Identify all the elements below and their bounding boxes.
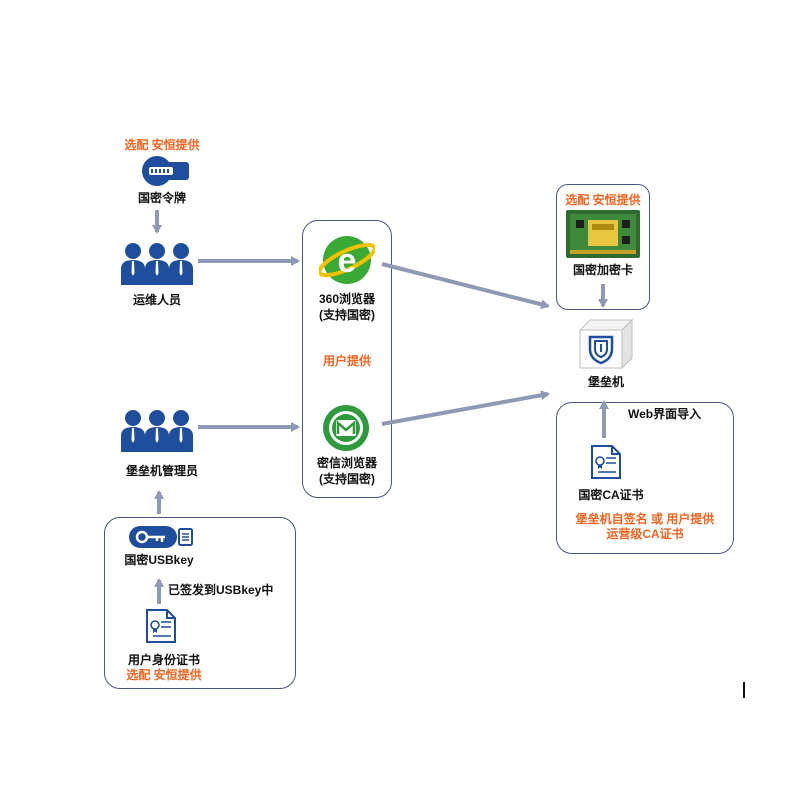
usbkey-icon [129, 526, 193, 548]
browser-mixin-icon [323, 405, 369, 451]
usbkey-option-note: 选配 安恒提供 [126, 668, 202, 682]
browser-360-name: 360浏览器 [318, 292, 376, 306]
token-label: 国密令牌 [137, 191, 186, 205]
crypto-card-option-note: 选配 安恒提供 [565, 193, 641, 207]
ca-cert-icon [591, 445, 621, 479]
ops-staff-label: 运维人员 [132, 293, 181, 307]
ca-cert-source-note: 堡垒机自签名 或 用户提供 [575, 512, 715, 526]
bastion-machine-icon [578, 318, 634, 370]
web-import-note: Web界面导入 [628, 407, 702, 421]
ca-cert-group-frame [556, 402, 734, 554]
crypto-card-icon [566, 210, 640, 258]
usbkey-issued-note: 已签发到USBkey中 [168, 583, 274, 597]
usbkey-group-frame [104, 517, 296, 689]
browser-group-frame [302, 220, 392, 498]
browser-mixin-name: 密信浏览器 [316, 456, 377, 470]
crypto-card-frame [556, 184, 650, 310]
arrow-mixin-to-bastion [381, 390, 550, 426]
ops-staff-icon [121, 243, 193, 285]
browser-mixin-support-note: (支持国密) [319, 472, 375, 486]
bastion-admin-icon [121, 410, 193, 452]
ca-cert-source-note-2: 运营级CA证书 [606, 527, 684, 541]
ca-cert-label: 国密CA证书 [578, 488, 644, 502]
text-cursor-mark [743, 682, 745, 698]
user-identity-cert-icon [146, 609, 176, 643]
token-icon [142, 156, 189, 186]
bastion-admin-label: 堡垒机管理员 [125, 464, 198, 478]
crypto-card-label: 国密加密卡 [572, 263, 633, 277]
usbkey-label: 国密USBkey [124, 553, 194, 567]
user-provided-note: 用户提供 [322, 354, 371, 368]
browser-360-icon: e [319, 236, 375, 284]
token-option-note: 选配 安恒提供 [124, 138, 200, 152]
arrow-360-to-bastion [381, 262, 550, 310]
bastion-machine-label: 堡垒机 [587, 375, 624, 389]
user-identity-cert-label: 用户身份证书 [127, 653, 200, 667]
browser-360-support-note: (支持国密) [319, 308, 375, 322]
svg-text:e: e [338, 242, 357, 280]
